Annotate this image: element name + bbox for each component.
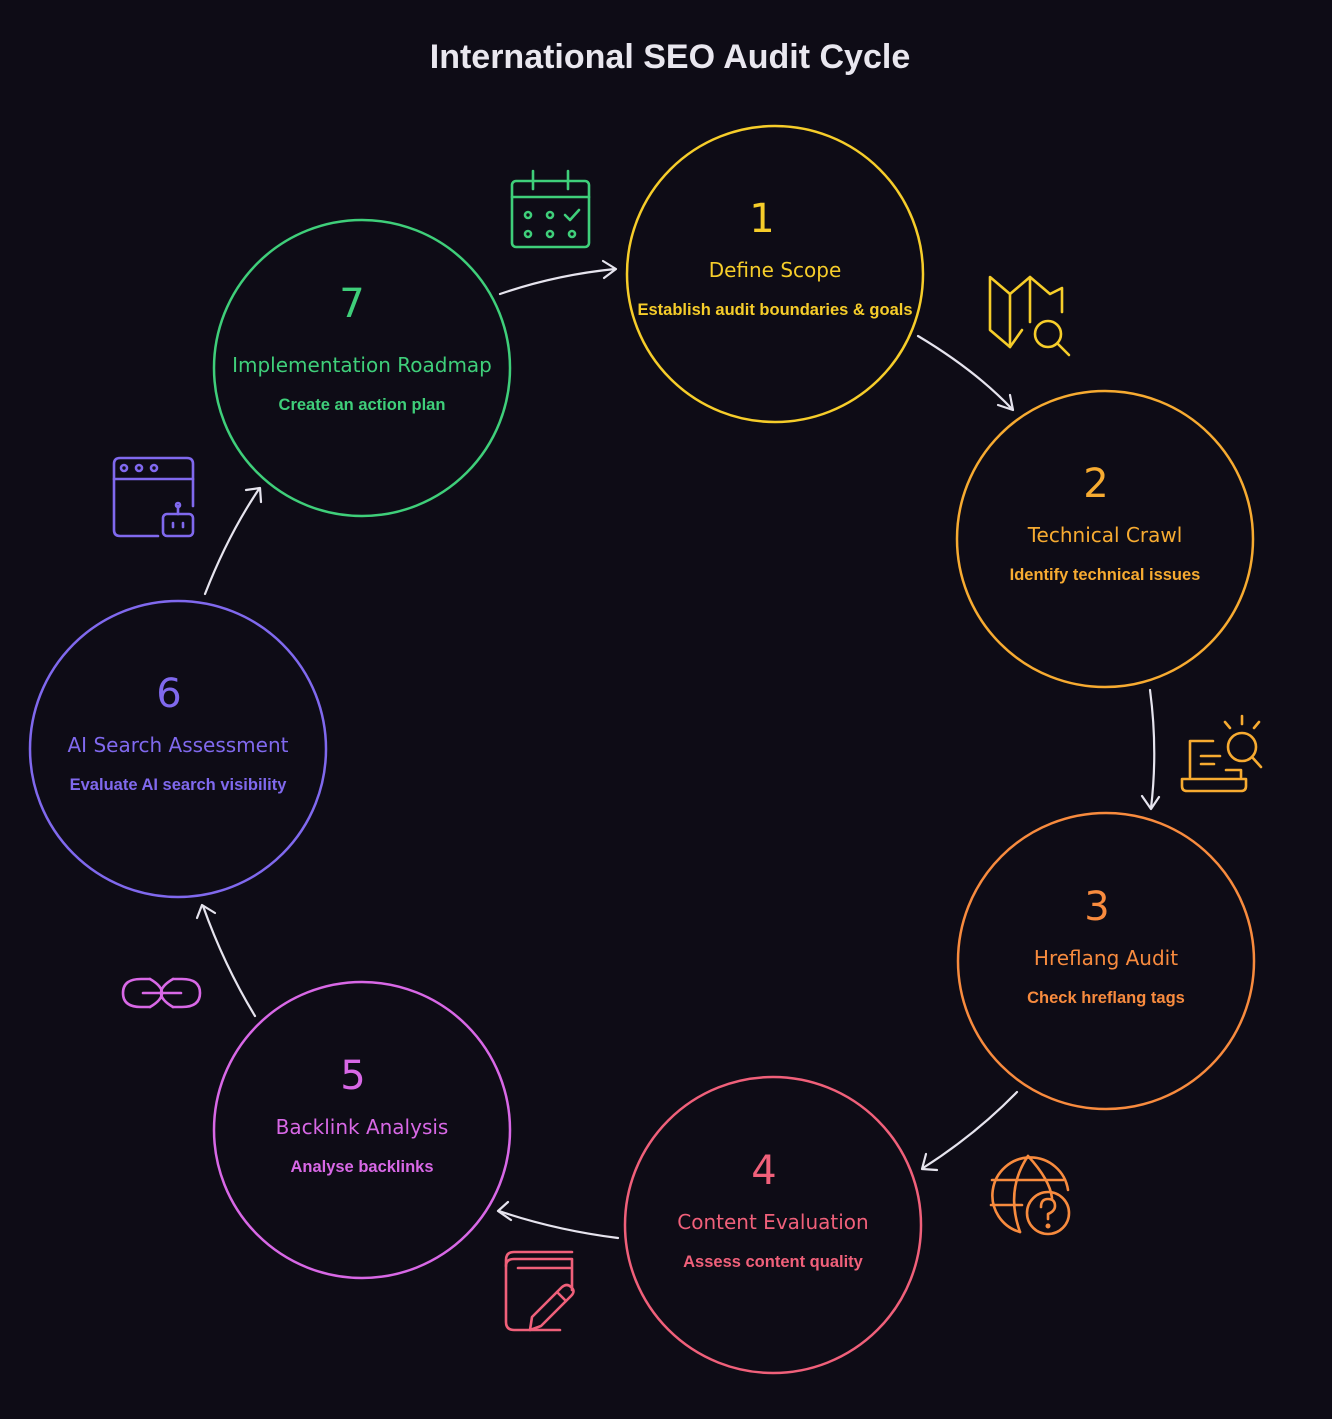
step-7-description: Create an action plan <box>279 396 446 414</box>
arrow-3-to-4 <box>920 1090 1019 1172</box>
book-pencil-icon <box>504 1250 575 1332</box>
arrow-7-to-1 <box>498 259 618 296</box>
step-5-number: 5 <box>340 1053 365 1099</box>
step-2-number: 2 <box>1083 461 1108 507</box>
calendar-check-icon <box>510 169 591 249</box>
step-7-name: Implementation Roadmap <box>232 353 492 377</box>
arrow-1-to-2 <box>916 334 1015 412</box>
step-7: 7 Implementation Roadmap Create an actio… <box>212 218 512 518</box>
globe-question-icon <box>989 1154 1071 1236</box>
step-1-description: Establish audit boundaries & goals <box>637 301 912 319</box>
arrow-5-to-6 <box>195 903 257 1018</box>
arrow-2-to-3 <box>1140 688 1161 811</box>
step-4-description: Assess content quality <box>683 1253 864 1271</box>
arrow-4-to-5 <box>496 1200 620 1240</box>
step-2-description: Identify technical issues <box>1010 566 1201 584</box>
browser-bot-icon <box>112 456 195 538</box>
step-1-number: 1 <box>749 196 774 242</box>
step-6-number: 6 <box>156 671 181 717</box>
diagram-title: International SEO Audit Cycle <box>430 38 910 76</box>
step-3-circle <box>956 811 1256 1111</box>
step-1-name: Define Scope <box>709 258 842 282</box>
step-3-description: Check hreflang tags <box>1027 989 1185 1007</box>
step-6-description: Evaluate AI search visibility <box>70 776 288 794</box>
step-1: 1 Define Scope Establish audit boundarie… <box>625 124 925 424</box>
step-2-circle <box>955 389 1255 689</box>
cycle-arrows <box>195 259 1161 1240</box>
step-3: 3 Hreflang Audit Check hreflang tags <box>956 811 1256 1111</box>
step-1-circle <box>625 124 925 424</box>
map-search-icon <box>988 275 1071 357</box>
arrow-6-to-7 <box>203 486 263 596</box>
step-4-name: Content Evaluation <box>677 1210 868 1234</box>
step-5-description: Analyse backlinks <box>290 1158 433 1176</box>
step-3-name: Hreflang Audit <box>1034 946 1178 970</box>
step-4-number: 4 <box>751 1148 776 1194</box>
step-5-circle <box>212 980 512 1280</box>
step-6-name: AI Search Assessment <box>68 733 289 757</box>
step-2: 2 Technical Crawl Identify technical iss… <box>955 389 1255 689</box>
step-5-name: Backlink Analysis <box>276 1115 449 1139</box>
step-7-circle <box>212 218 512 518</box>
step-3-number: 3 <box>1084 884 1109 930</box>
step-4: 4 Content Evaluation Assess content qual… <box>623 1075 923 1375</box>
laptop-search-icon <box>1180 714 1263 793</box>
step-6: 6 AI Search Assessment Evaluate AI searc… <box>28 599 328 899</box>
step-6-circle <box>28 599 328 899</box>
step-5: 5 Backlink Analysis Analyse backlinks <box>212 980 512 1280</box>
step-2-name: Technical Crawl <box>1027 523 1183 547</box>
link-icon <box>121 977 202 1009</box>
step-7-number: 7 <box>339 281 364 327</box>
step-4-circle <box>623 1075 923 1375</box>
